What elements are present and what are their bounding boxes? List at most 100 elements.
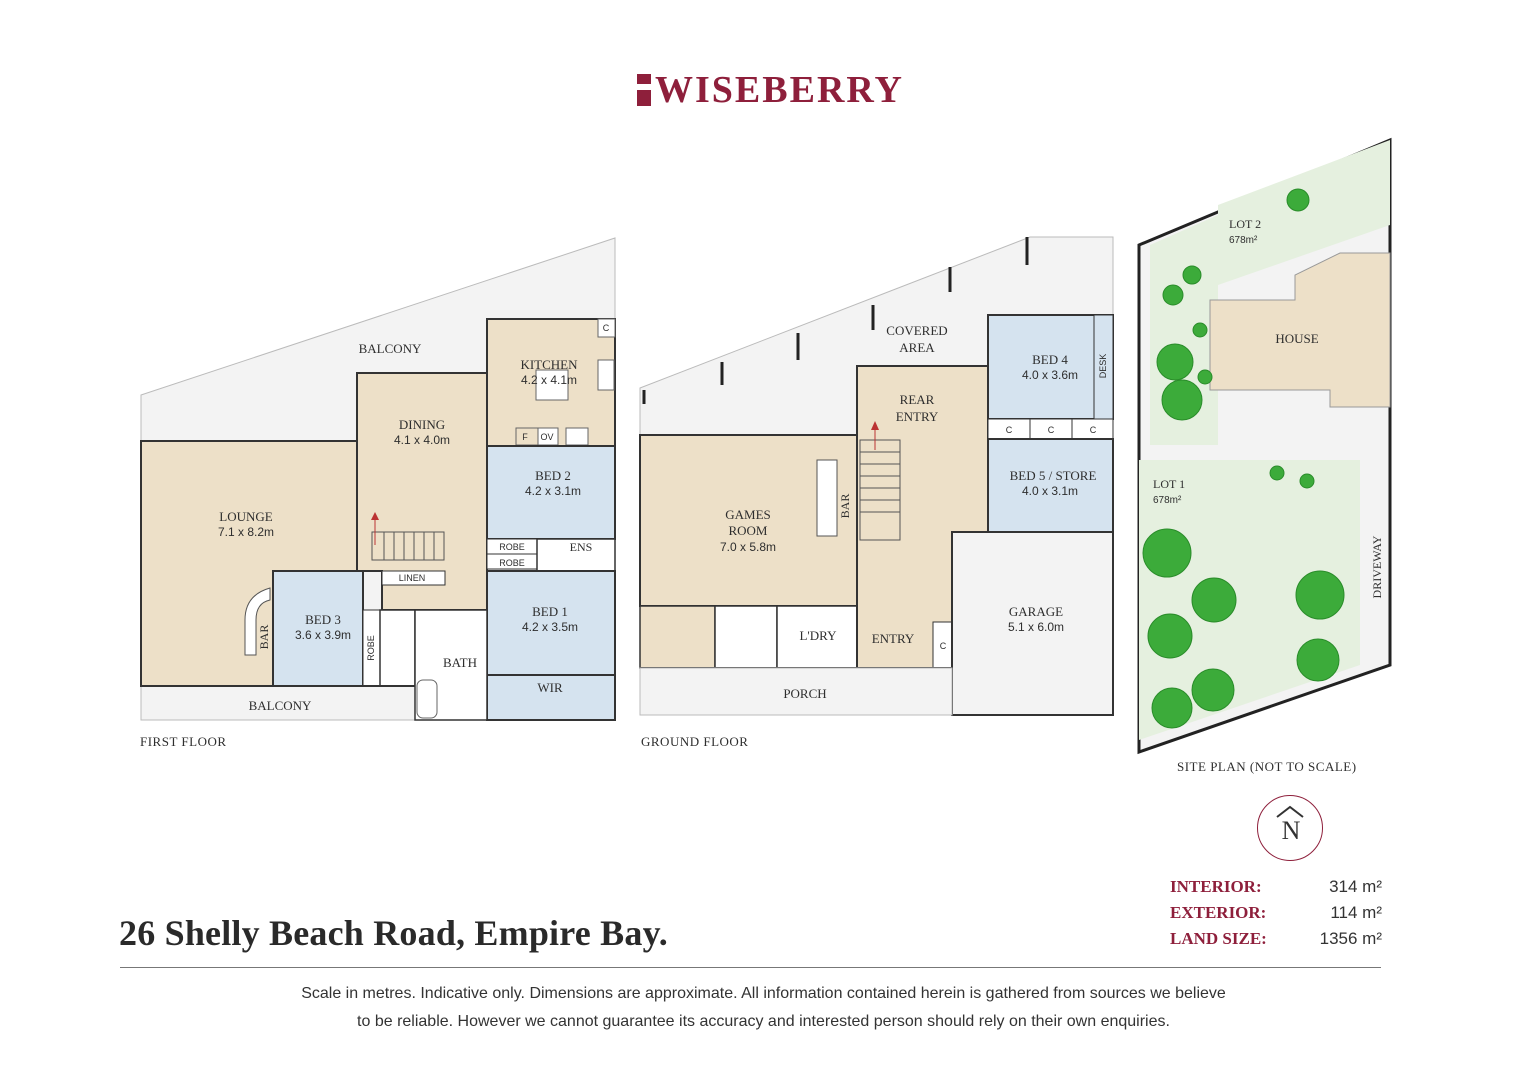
- label-site-house: HOUSE: [1275, 331, 1318, 346]
- bar-counter: [244, 587, 271, 656]
- dim-lounge: 7.1 x 8.2m: [218, 525, 274, 539]
- kitchen-sink: [597, 359, 615, 391]
- label-lot-2-area: 678m²: [1229, 235, 1258, 246]
- label-garage: GARAGE: [1009, 604, 1063, 619]
- label-bed-3: BED 3: [305, 612, 341, 627]
- disclaimer-line-2: to be reliable. However we cannot guaran…: [357, 1013, 1170, 1030]
- room-bed-3: [272, 570, 364, 687]
- site-house: [1209, 252, 1391, 408]
- label-porch: PORCH: [783, 686, 826, 701]
- area-exterior: EXTERIOR: 114 m²: [1170, 903, 1382, 927]
- room-shower: [714, 605, 778, 669]
- label-entry: ENTRY: [872, 631, 915, 646]
- label-bar-ground: BAR: [838, 494, 852, 519]
- room-ensuite: [536, 538, 616, 572]
- dim-bed-5: 4.0 x 3.1m: [1022, 484, 1078, 498]
- kitchen-island: [535, 369, 569, 401]
- label-c-3: C: [1090, 425, 1097, 435]
- property-address: 26 Shelly Beach Road, Empire Bay.: [119, 913, 668, 953]
- covered-area-posts: [642, 237, 1029, 404]
- label-dining: DINING: [399, 417, 445, 432]
- dim-kitchen: 4.2 x 4.1m: [521, 373, 577, 387]
- label-covered-1: COVERED: [886, 323, 947, 338]
- label-robe-bed-3: ROBE: [366, 635, 376, 661]
- area-land: LAND SIZE: 1356 m²: [1170, 929, 1382, 953]
- games-bar: [816, 459, 838, 537]
- kitchen-cupboard: [597, 318, 616, 338]
- disclaimer: Scale in metres. Indicative only. Dimens…: [120, 980, 1407, 1036]
- brand-name: WISEBERRY: [655, 69, 904, 111]
- dim-bed-1: 4.2 x 3.5m: [522, 620, 578, 634]
- dim-bed-2: 4.2 x 3.1m: [525, 484, 581, 498]
- kitchen-cooktop: [565, 427, 589, 446]
- label-robe-2: ROBE: [499, 558, 525, 568]
- site-trees: [1142, 188, 1345, 729]
- label-bed-1: BED 1: [532, 604, 568, 619]
- north-compass-icon: N: [1257, 795, 1323, 861]
- label-ens: ENS: [570, 540, 593, 554]
- label-lot-2: LOT 2: [1229, 217, 1261, 231]
- ground-floor-plan: [639, 236, 1114, 716]
- label-fridge: F: [522, 432, 528, 442]
- compass-letter: N: [1281, 816, 1301, 845]
- dim-games: 7.0 x 5.8m: [720, 540, 776, 554]
- first-floor-title: FIRST FLOOR: [140, 734, 227, 749]
- area-exterior-value: 114 m²: [1330, 903, 1382, 922]
- compass-roof-icon: [1275, 805, 1304, 818]
- area-land-value: 1356 m²: [1319, 929, 1382, 948]
- label-c-kitchen: C: [603, 323, 610, 333]
- dim-dining: 4.1 x 4.0m: [394, 433, 450, 447]
- label-bed-5: BED 5 / STORE: [1010, 468, 1097, 483]
- label-kitchen: KITCHEN: [520, 357, 578, 372]
- label-driveway: DRIVEWAY: [1370, 535, 1384, 598]
- label-lot-1-area: 678m²: [1153, 495, 1182, 506]
- room-wc: [379, 609, 416, 687]
- first-floor-plan: [140, 237, 616, 721]
- label-bed-2: BED 2: [535, 468, 571, 483]
- label-covered-2: AREA: [899, 340, 935, 355]
- site-plan: [1137, 137, 1392, 755]
- room-wir: [486, 674, 616, 721]
- label-wir: WIR: [537, 680, 563, 695]
- label-c-entry: C: [940, 641, 947, 651]
- label-desk: DESK: [1098, 354, 1108, 379]
- label-lot-1: LOT 1: [1153, 477, 1185, 491]
- label-linen: LINEN: [399, 573, 426, 583]
- room-storage: [639, 605, 716, 669]
- lot-2-garden: [1218, 140, 1390, 285]
- label-c-2: C: [1048, 425, 1055, 435]
- bathtub-icon: [416, 679, 438, 719]
- label-robe-1: ROBE: [499, 542, 525, 552]
- area-interior-value: 314 m²: [1329, 877, 1382, 896]
- label-balcony-bottom: BALCONY: [249, 698, 312, 713]
- label-laundry: L'DRY: [799, 628, 837, 643]
- linen-cupboard: [381, 570, 446, 586]
- room-bed-2: [486, 445, 616, 540]
- label-bed-4: BED 4: [1032, 352, 1068, 367]
- area-interior-label: INTERIOR:: [1170, 877, 1262, 896]
- label-c-1: C: [1006, 425, 1013, 435]
- stairs-first: [371, 531, 445, 561]
- disclaimer-line-1: Scale in metres. Indicative only. Dimens…: [301, 985, 1226, 1002]
- label-lounge: LOUNGE: [219, 509, 272, 524]
- site-plan-title: SITE PLAN (NOT TO SCALE): [1177, 759, 1357, 774]
- area-land-label: LAND SIZE:: [1170, 929, 1267, 948]
- room-laundry: [776, 605, 858, 669]
- label-bath: BATH: [443, 655, 477, 670]
- label-games-1: GAMES: [725, 507, 771, 522]
- stairs-ground: [859, 439, 901, 541]
- label-rear-entry-1: REAR: [900, 392, 935, 407]
- porch: [639, 667, 953, 716]
- label-rear-entry-2: ENTRY: [896, 409, 939, 424]
- label-oven: OV: [540, 432, 553, 442]
- ground-floor-title: GROUND FLOOR: [641, 734, 749, 749]
- dim-garage: 5.1 x 6.0m: [1008, 620, 1064, 634]
- label-balcony-top: BALCONY: [359, 341, 422, 356]
- label-games-2: ROOM: [728, 523, 767, 538]
- area-exterior-label: EXTERIOR:: [1170, 903, 1267, 922]
- label-bar-first: BAR: [257, 625, 271, 650]
- dim-bed-4: 4.0 x 3.6m: [1022, 368, 1078, 382]
- brand-logo: WISEBERRY: [637, 68, 904, 112]
- logo-mark-icon: [637, 74, 651, 106]
